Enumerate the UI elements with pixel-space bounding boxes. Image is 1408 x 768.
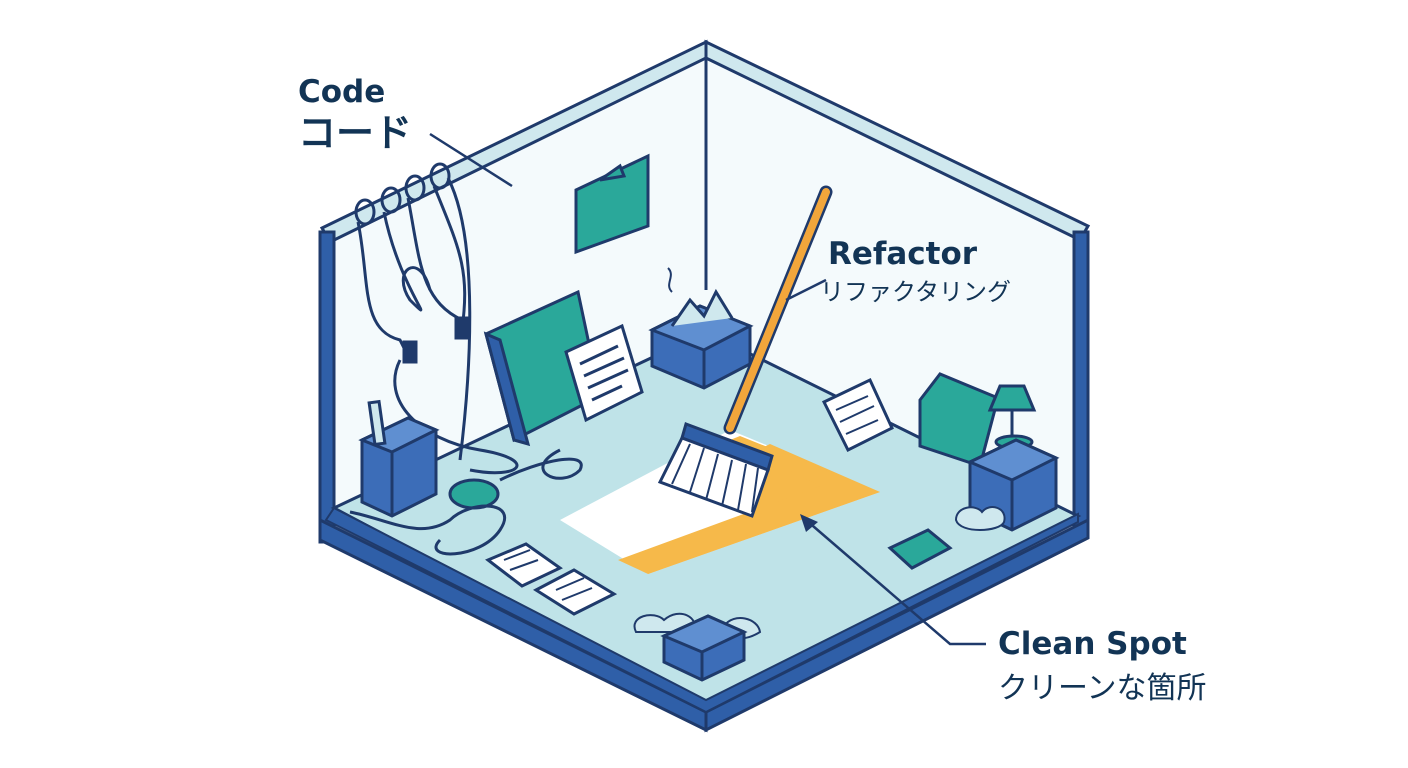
cardboard-box-icon — [633, 612, 762, 682]
cable-icon — [354, 162, 519, 475]
code-leader-line — [429, 132, 513, 188]
clean-spot-label: Clean Spot クリーンな箇所 — [998, 626, 1207, 706]
tablet-icon — [887, 528, 953, 570]
refactor-label: Refactor リファクタリング — [820, 236, 1011, 306]
refactor-label-jp: リファクタリング — [820, 278, 1011, 306]
code-label-en: Code — [298, 74, 385, 110]
clean-spot-label-jp: クリーンな箇所 — [998, 671, 1207, 706]
dust-cloud-icon — [954, 506, 1006, 531]
monitor-icon — [918, 372, 1000, 468]
leader-lines — [429, 132, 986, 646]
folder-icon — [574, 153, 650, 255]
document-icon — [485, 542, 618, 616]
clean-spot-label-en: Clean Spot — [998, 626, 1187, 662]
code-label-jp: コード — [298, 111, 412, 155]
arrow-head-icon — [800, 514, 818, 532]
code-label: Code コード — [298, 74, 412, 155]
refactor-leader-line — [785, 278, 827, 302]
pencil-cup-icon — [358, 399, 440, 518]
broom-icon — [657, 185, 833, 518]
document-icon — [821, 377, 894, 453]
document-icon — [564, 323, 644, 423]
clean-spot-leader-line — [805, 519, 986, 646]
trash-box-icon — [648, 267, 754, 390]
cable-coil-icon — [349, 448, 583, 556]
refactor-label-en: Refactor — [828, 236, 978, 272]
